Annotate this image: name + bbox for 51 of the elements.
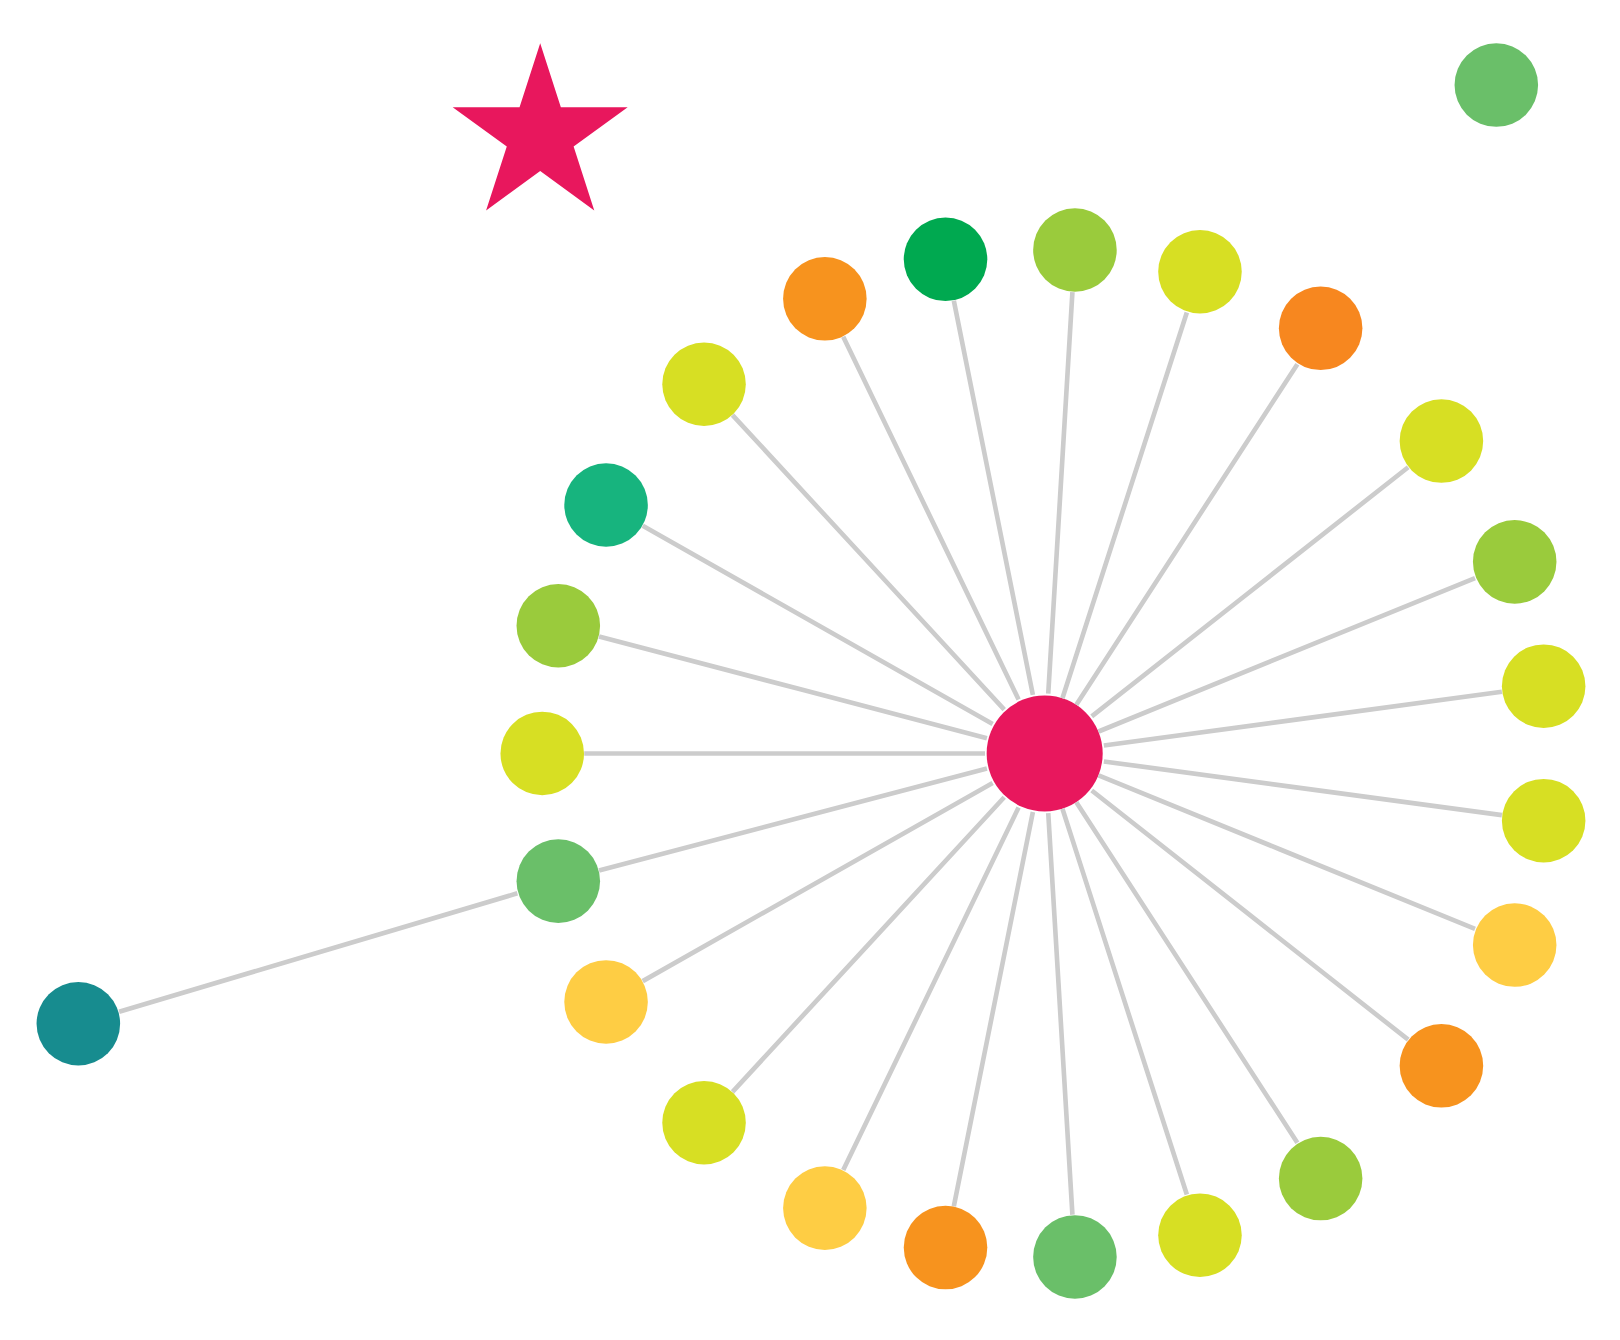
node-circle [1398,398,1483,482]
node-circle [661,1079,745,1164]
node-circle [1398,1023,1483,1107]
node-circle [782,256,866,340]
connector [950,810,1035,1206]
connector [583,750,985,755]
node-circle [1032,207,1116,291]
connector [840,805,1020,1171]
node-circle [985,694,1102,811]
connector [1102,688,1502,747]
node-circle [1157,228,1241,313]
connector [729,412,1005,711]
connector [1096,574,1475,733]
connector [597,633,987,740]
node-circle [1032,1214,1116,1298]
node-circle [661,341,745,425]
connector [1059,310,1189,698]
node-circle [499,710,583,795]
connector [1089,787,1409,1041]
node-circle [1277,285,1362,370]
node-circle [563,462,647,546]
connector [1089,464,1409,718]
node-circle [563,959,647,1043]
node-circle [1500,777,1585,862]
node-circle [515,583,600,667]
node-circle [902,1204,987,1289]
node-circle [1471,902,1556,986]
connector [1096,772,1475,931]
node-circle [35,981,120,1065]
node-circle [1277,1135,1362,1220]
connector [1073,799,1299,1143]
connector [1059,807,1189,1195]
connector [1073,361,1299,705]
node-circle [1157,1192,1241,1276]
connector [840,334,1020,700]
connector [640,522,993,725]
node-circle [1471,519,1556,603]
node-circle [1500,643,1585,727]
node-circle [902,216,987,301]
connector [950,299,1035,695]
connector [1044,812,1074,1214]
connector [1102,758,1502,817]
node-circle [782,1165,866,1249]
connector [729,794,1005,1093]
node-circle [515,838,600,922]
connector [1044,291,1074,693]
node-circle [1453,42,1538,126]
connector [117,890,517,1013]
connector [640,779,993,983]
node-star [451,42,627,210]
connector [597,765,987,872]
